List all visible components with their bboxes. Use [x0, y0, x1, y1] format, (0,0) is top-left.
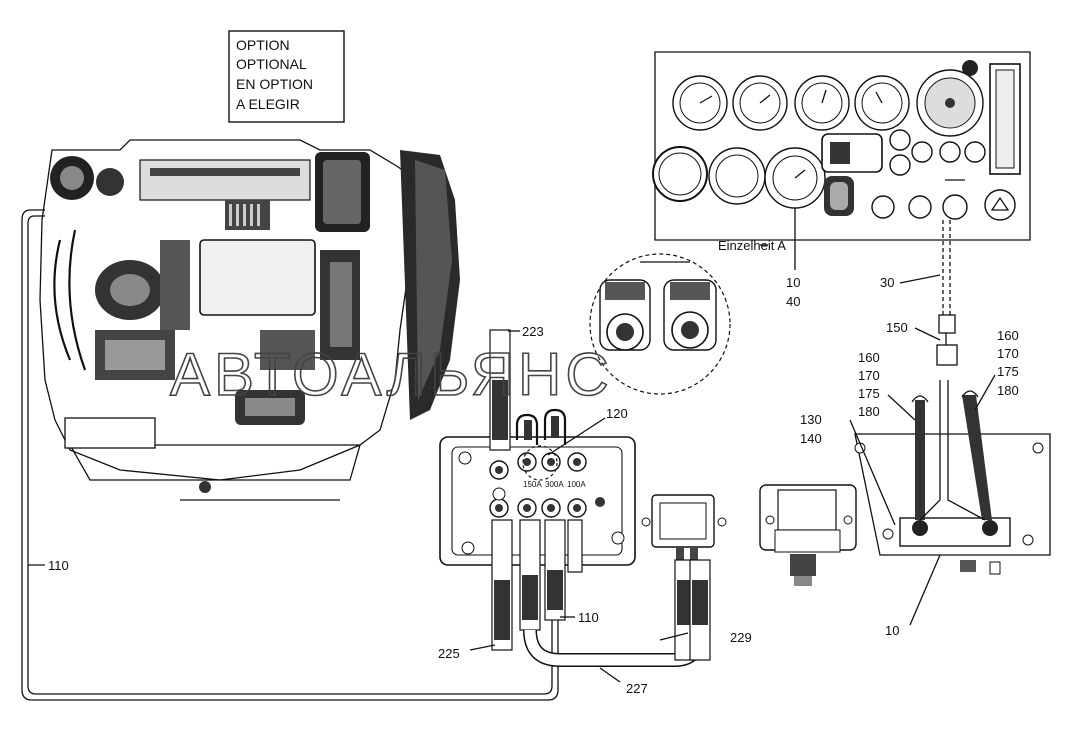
callout-40: 40 — [786, 294, 800, 309]
relay-box — [759, 484, 857, 586]
callout-175-a: 175 — [858, 386, 880, 401]
fuse-label-100a: 100A — [567, 480, 586, 489]
callout-223: 223 — [522, 324, 544, 339]
callout-170-a: 170 — [858, 368, 880, 383]
option-line-4: A ELEGIR — [236, 96, 300, 112]
callout-140: 140 — [800, 431, 822, 446]
option-box: OPTION OPTIONAL EN OPTION A ELEGIR — [228, 30, 345, 123]
cable-110-loop — [21, 209, 559, 701]
callout-227: 227 — [626, 681, 648, 696]
cable-223 — [489, 329, 511, 451]
fuse-label-300a: 300A — [545, 480, 564, 489]
connector-150 — [936, 314, 958, 366]
leader-lines — [28, 208, 996, 683]
callout-110-left: 110 — [48, 558, 69, 573]
callout-160-a: 160 — [858, 350, 880, 365]
detail-a-callout — [589, 253, 731, 395]
option-line-3: EN OPTION — [236, 76, 313, 92]
control-box — [854, 380, 1051, 575]
fuse-label-150a: 150A — [523, 480, 542, 489]
gauge-row-top — [672, 60, 984, 137]
callout-170-b: 170 — [997, 346, 1019, 361]
cable-hook-2 — [543, 408, 567, 445]
callout-120: 120 — [606, 406, 628, 421]
cable-110-mid — [519, 519, 583, 631]
callout-150: 150 — [886, 320, 908, 335]
cable-hook-1 — [515, 413, 539, 445]
callout-225: 225 — [438, 646, 460, 661]
callout-180-a: 180 — [858, 404, 880, 419]
callout-10-box: 10 — [885, 623, 899, 638]
callout-10-gauge: 10 — [786, 275, 800, 290]
callout-30: 30 — [880, 275, 894, 290]
option-line-1: OPTION — [236, 37, 290, 53]
option-line-2: OPTIONAL — [236, 56, 307, 72]
callout-180-b: 180 — [997, 383, 1019, 398]
callout-229: 229 — [730, 630, 752, 645]
callout-160-b: 160 — [997, 328, 1019, 343]
callout-175-b: 175 — [997, 364, 1019, 379]
cable-110-loop-inner — [27, 215, 553, 695]
detail-a-label: Einzelheit A — [718, 238, 786, 253]
callout-130: 130 — [800, 412, 822, 427]
callout-110-mid: 110 — [578, 610, 599, 625]
cable-229 — [674, 559, 711, 661]
small-relay — [641, 494, 727, 562]
engine-illustration — [39, 139, 460, 501]
instrument-panel — [652, 51, 1031, 241]
cable-225 — [491, 519, 513, 651]
watermark-text: АВТОАЛЬЯНС — [170, 341, 613, 408]
fuse-box: 150A 300A 100A — [439, 436, 636, 566]
